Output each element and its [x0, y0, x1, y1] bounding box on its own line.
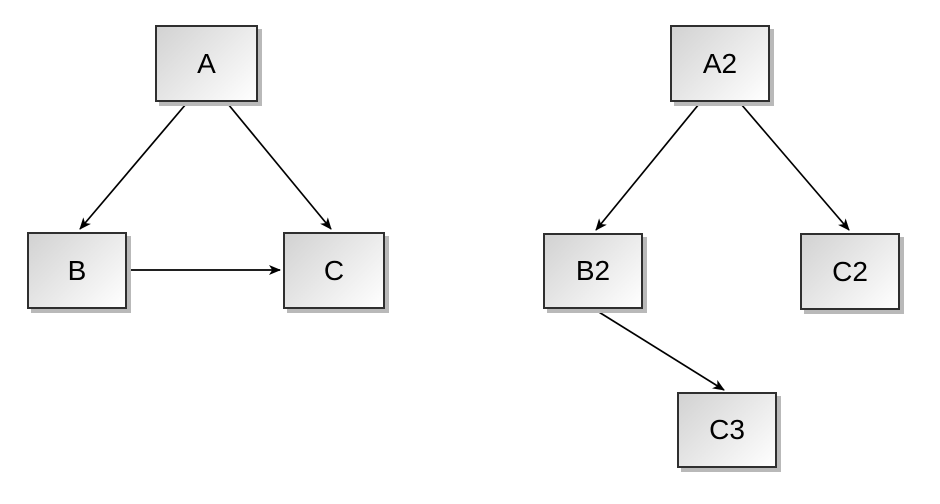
node-label: A2	[702, 47, 738, 79]
edge-A2-to-B2	[595, 103, 700, 231]
node-label: C	[323, 254, 345, 286]
node-B[interactable]: B	[27, 232, 127, 309]
node-B2[interactable]: B2	[543, 233, 643, 309]
edge-B2-to-C3	[593, 308, 725, 391]
node-A[interactable]: A	[155, 25, 258, 102]
node-label: B2	[575, 255, 611, 286]
edge-A-to-B	[79, 103, 187, 230]
node-A2[interactable]: A2	[670, 25, 770, 102]
node-C[interactable]: C	[283, 232, 385, 309]
node-label: A	[197, 47, 216, 79]
node-label: C3	[709, 414, 745, 445]
edge-A2-to-C2	[740, 103, 850, 231]
node-label: C2	[832, 255, 868, 287]
node-C3[interactable]: C3	[677, 392, 777, 468]
node-C2[interactable]: C2	[800, 233, 900, 310]
edge-A-to-C	[227, 103, 332, 230]
node-label: B	[67, 254, 87, 286]
